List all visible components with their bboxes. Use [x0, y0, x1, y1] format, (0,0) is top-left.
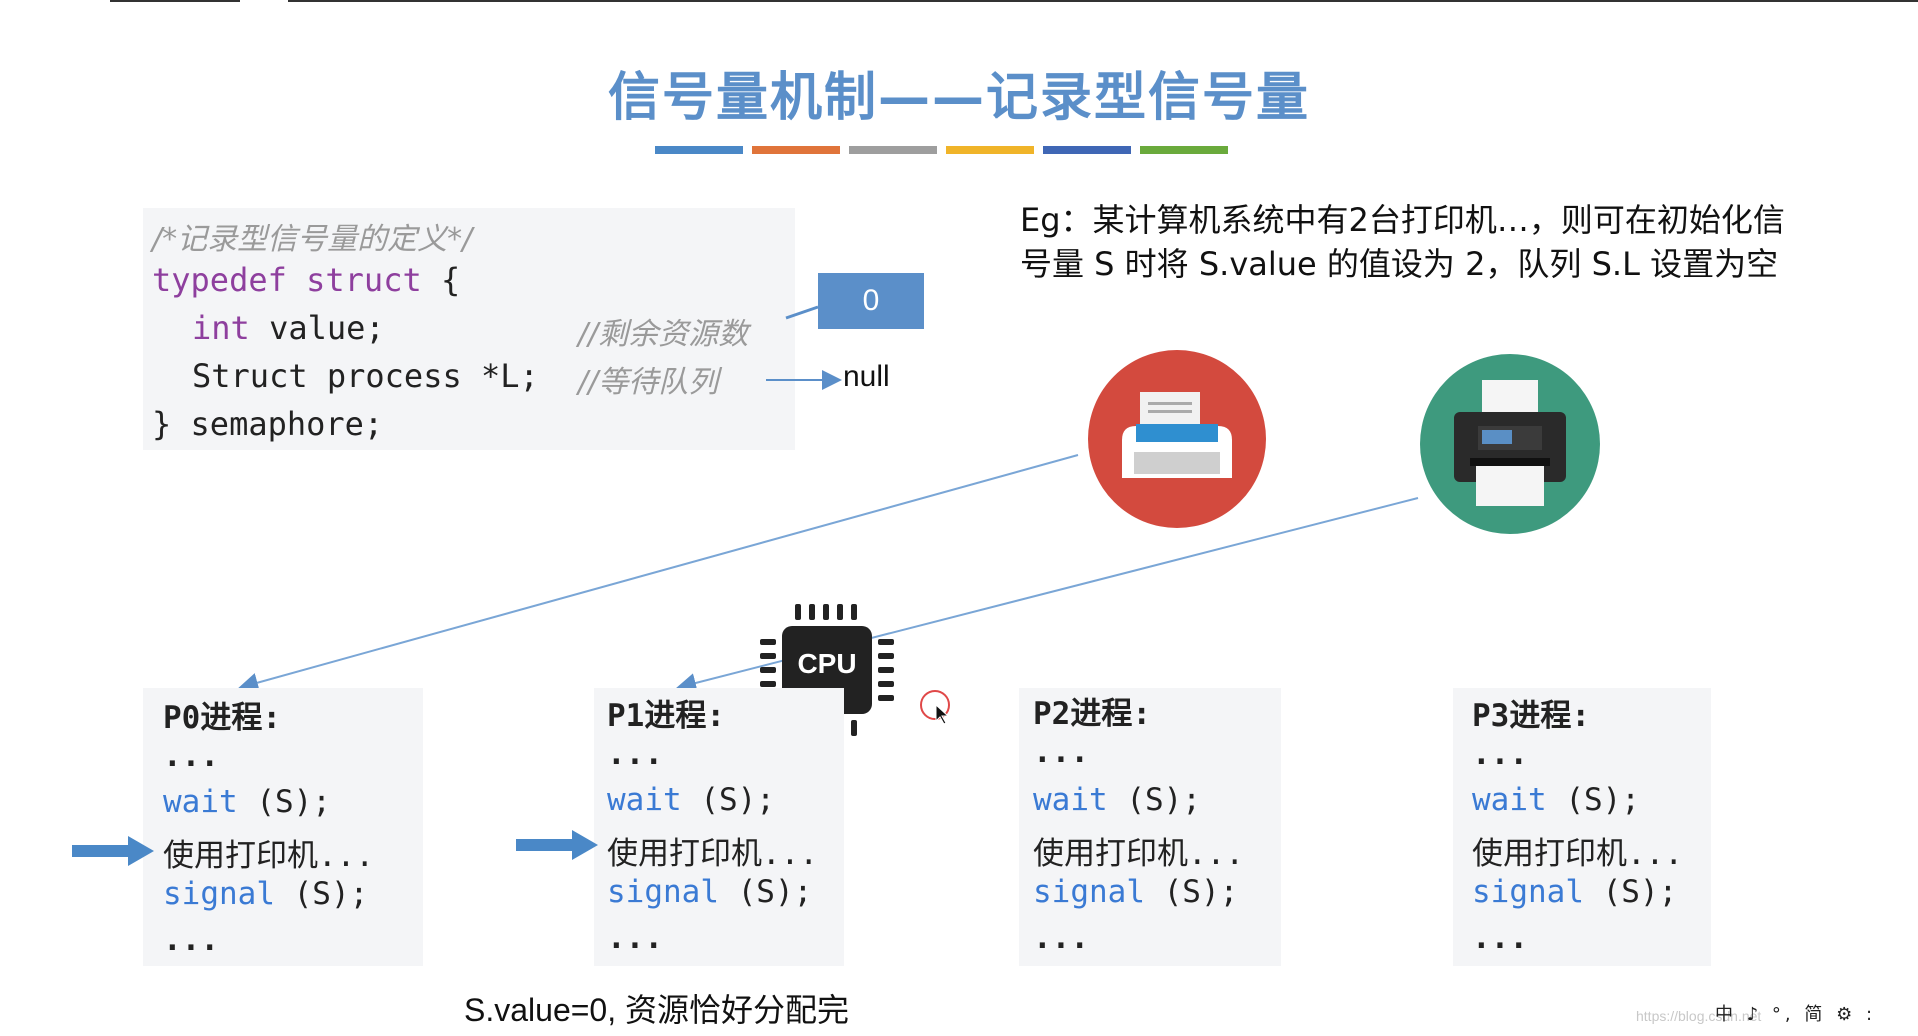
process-p1-signal: signal (S); — [607, 874, 812, 910]
process-p3-wait: wait (S); — [1472, 782, 1640, 818]
process-p0-dots-bottom: ... — [163, 922, 219, 958]
wait-args: (S); — [1108, 782, 1201, 818]
process-p1-dots-top: ... — [607, 736, 663, 772]
wait-keyword: wait — [163, 784, 238, 820]
wait-keyword: wait — [1033, 782, 1108, 818]
process-p0-signal: signal (S); — [163, 876, 368, 912]
signal-args: (S); — [719, 874, 812, 910]
process-p2-title: P2进程: — [1033, 688, 1151, 733]
p1-current-arrow-icon — [514, 828, 600, 862]
wait-keyword: wait — [1472, 782, 1547, 818]
process-p3-dots-top: ... — [1472, 736, 1528, 772]
process-p2-signal: signal (S); — [1033, 874, 1238, 910]
process-p0-use: 使用打印机... — [163, 830, 374, 875]
signal-args: (S); — [1584, 874, 1677, 910]
process-p2-wait: wait (S); — [1033, 782, 1201, 818]
p0-current-arrow-icon — [70, 834, 156, 868]
process-p1-title: P1进程: — [607, 690, 725, 735]
process-p3-dots-bottom: ... — [1472, 920, 1528, 956]
process-p3-title: P3进程: — [1472, 690, 1590, 735]
wait-args: (S); — [1547, 782, 1640, 818]
signal-args: (S); — [1145, 874, 1238, 910]
value-pointer-line — [786, 307, 818, 318]
status-caption: S.value=0, 资源恰好分配完 — [464, 985, 849, 1031]
process-p1-dots-bottom: ... — [607, 920, 663, 956]
mouse-cursor-icon — [918, 688, 958, 728]
wait-args: (S); — [682, 782, 775, 818]
signal-keyword: signal — [1033, 874, 1145, 910]
process-p2-dots-bottom: ... — [1033, 920, 1089, 956]
wait-args: (S); — [238, 784, 331, 820]
process-p0-dots-top: ... — [163, 738, 219, 774]
printer-red-icon — [1086, 348, 1268, 530]
cpu-label: CPU — [782, 648, 872, 680]
process-p2-use: 使用打印机... — [1033, 828, 1244, 873]
signal-keyword: signal — [607, 874, 719, 910]
process-p3-signal: signal (S); — [1472, 874, 1677, 910]
process-p0-title: P0进程: — [163, 692, 281, 737]
process-p0-wait: wait (S); — [163, 784, 331, 820]
printer-green-icon — [1418, 352, 1602, 536]
process-p1-use: 使用打印机... — [607, 828, 818, 873]
signal-keyword: signal — [163, 876, 275, 912]
wait-keyword: wait — [607, 782, 682, 818]
ime-toolbar[interactable]: 中 ♪ °, 简 ⚙ : — [1715, 1000, 1915, 1032]
signal-keyword: signal — [1472, 874, 1584, 910]
signal-args: (S); — [275, 876, 368, 912]
printer1-to-p0-line — [242, 455, 1078, 687]
process-p1-wait: wait (S); — [607, 782, 775, 818]
process-p3-use: 使用打印机... — [1472, 828, 1683, 873]
process-p2-dots-top: ... — [1033, 734, 1089, 770]
